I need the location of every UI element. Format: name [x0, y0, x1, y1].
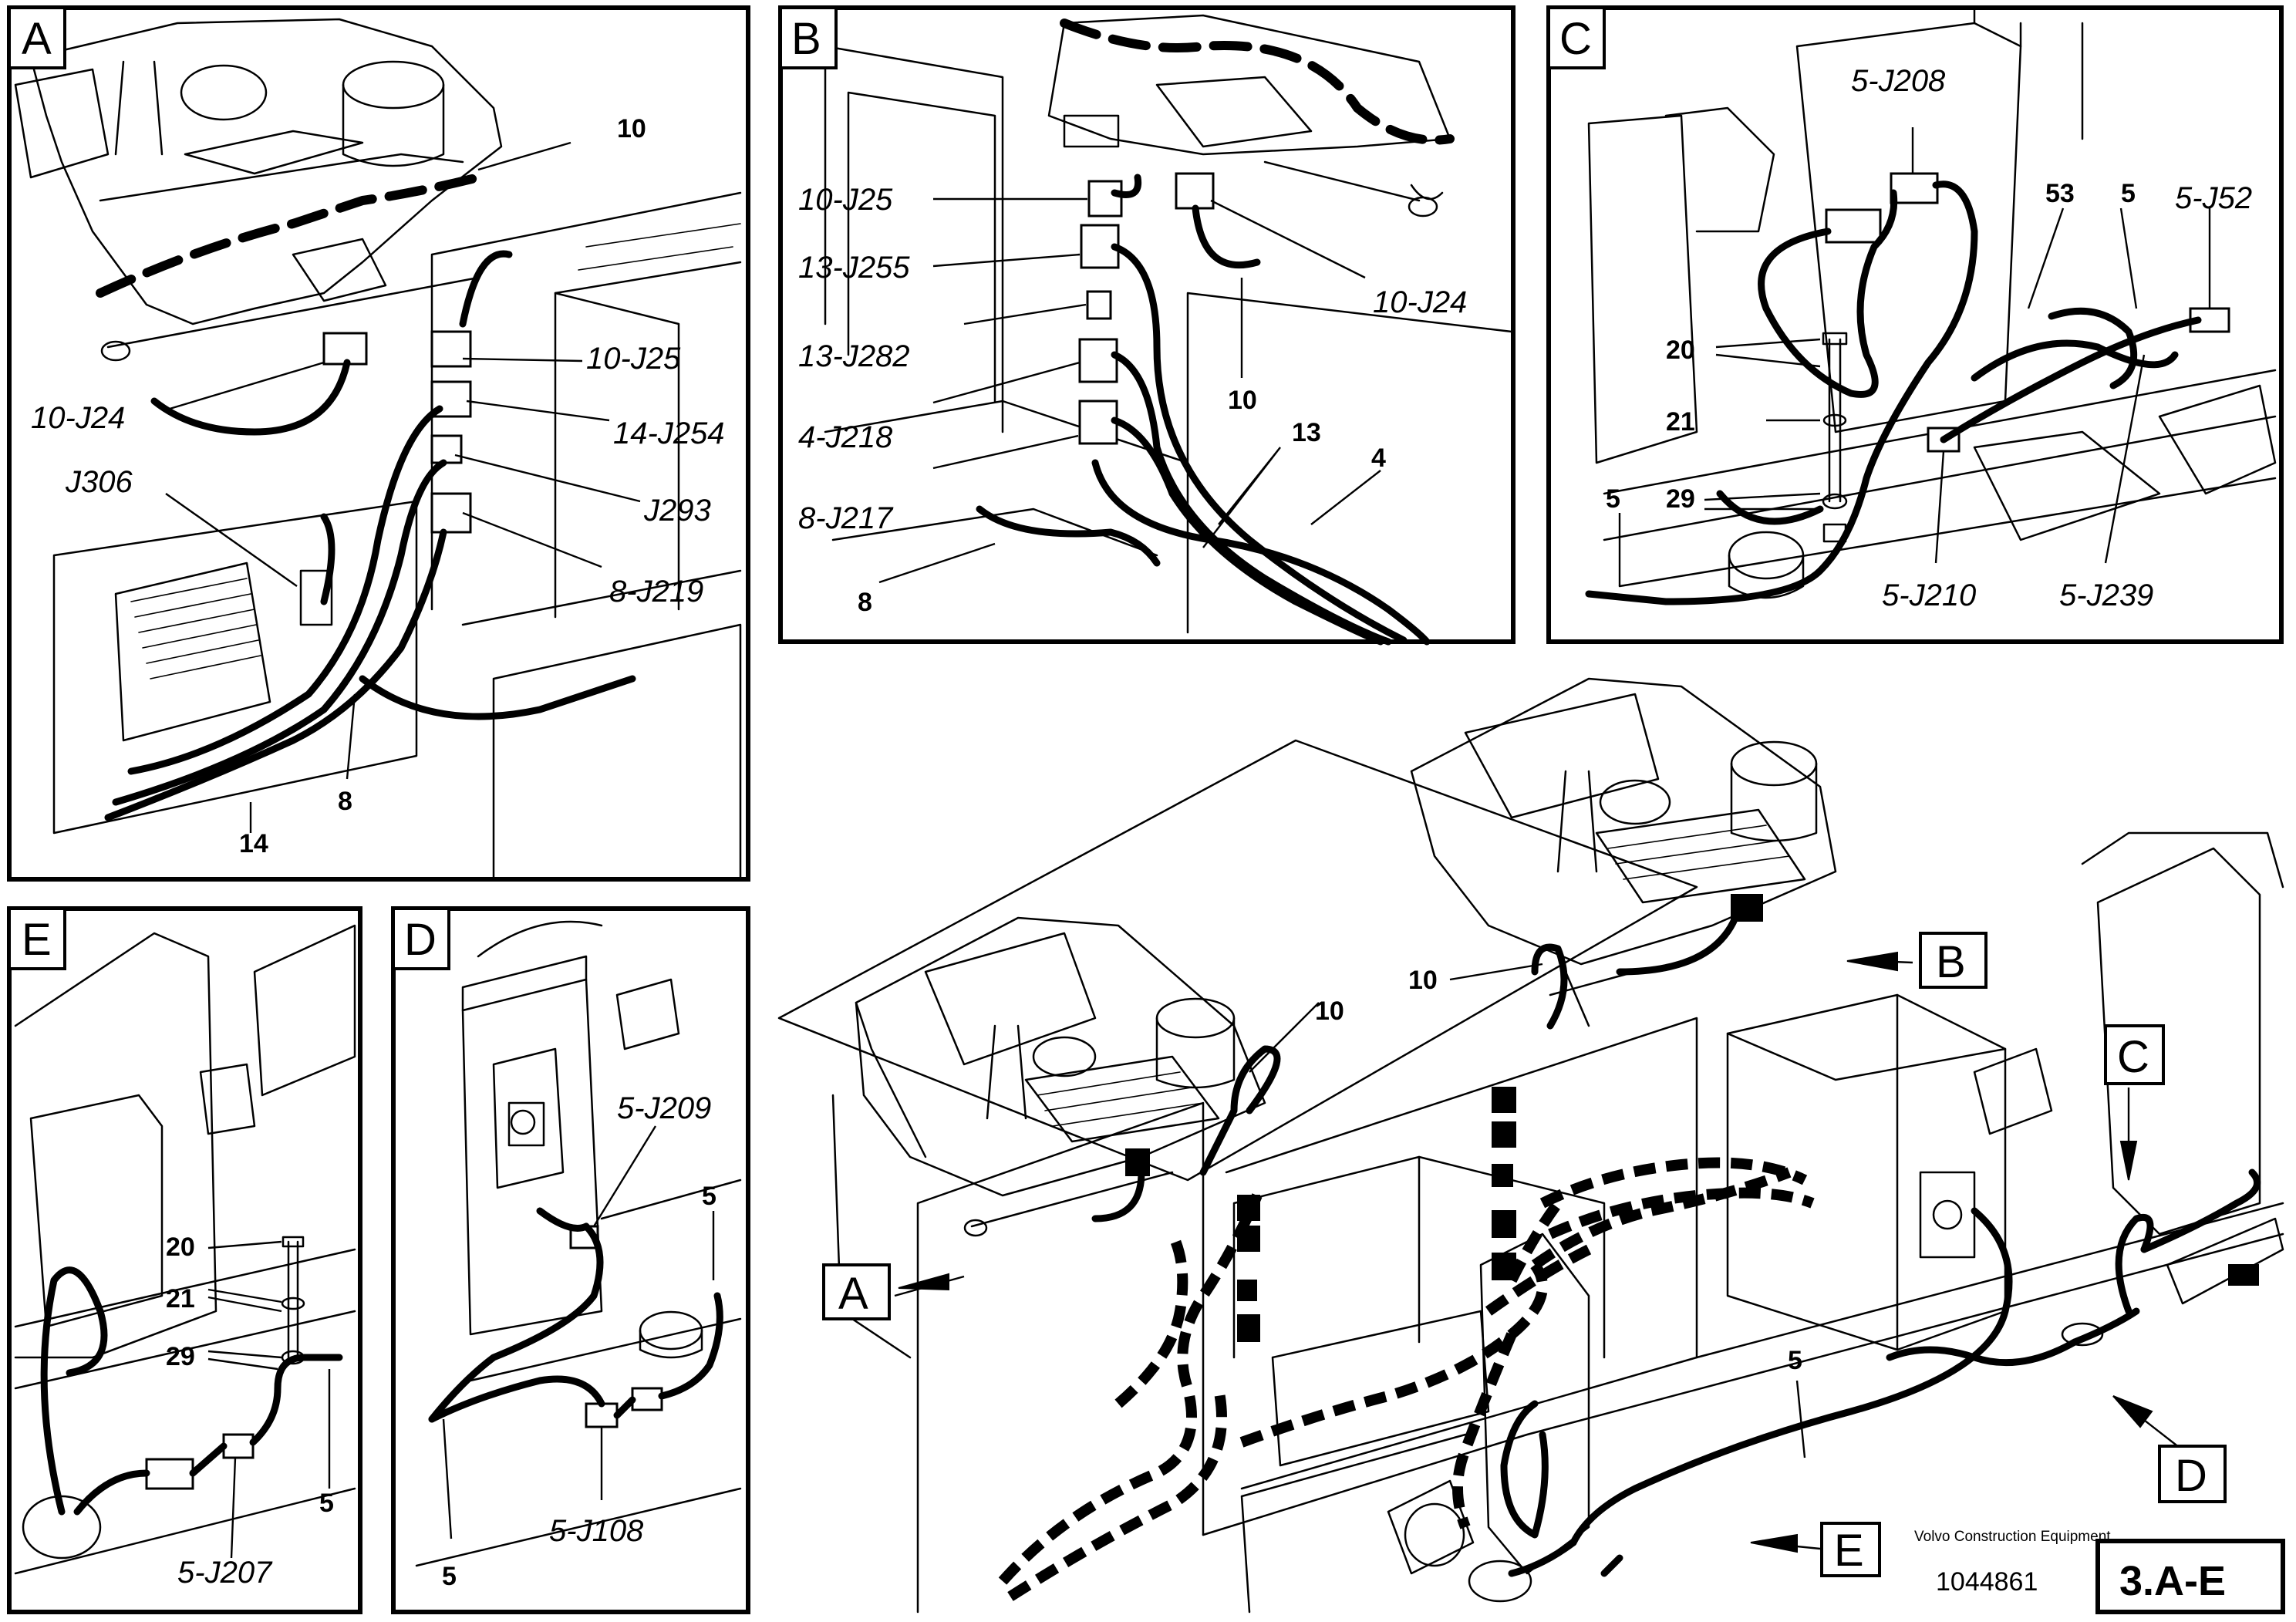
panel-a-label-8-j219: 8-J219: [609, 575, 703, 609]
overview-callout-a: A: [838, 1269, 868, 1319]
overview-callout-c: C: [2117, 1032, 2149, 1082]
overview-callouts: A B C D E 10 10 5: [822, 932, 2227, 1577]
panel-b-label-4: 4: [1371, 443, 1386, 473]
overview-label-10-left: 10: [1315, 996, 1344, 1026]
overview-label-5: 5: [1788, 1346, 1802, 1375]
detail-panel-a: 10 10-J25 14-J254 10-J24 J306 J293 8-J21…: [7, 5, 750, 882]
panel-e-label-20: 20: [166, 1233, 195, 1262]
panel-a-label-8: 8: [338, 787, 352, 816]
panel-a-label-j306: J306: [65, 465, 133, 499]
panel-c-label-5-j239: 5-J239: [2059, 578, 2153, 612]
panel-d-label-5b: 5: [442, 1562, 457, 1591]
panel-c-label-5-j52: 5-J52: [2175, 181, 2252, 215]
panel-e-label-29: 29: [166, 1342, 195, 1371]
panel-b-label-8-j217: 8-J217: [798, 501, 894, 535]
panel-b-label-10: 10: [1228, 386, 1257, 415]
panel-c-label-53: 53: [2045, 179, 2075, 208]
panel-b-label-10-j24: 10-J24: [1373, 285, 1467, 319]
panel-a-label-10-j24: 10-J24: [31, 401, 125, 435]
publisher-name: Volvo Construction Equipment: [1914, 1529, 2111, 1545]
panel-e-label-5: 5: [319, 1489, 334, 1518]
panel-d-tag: D: [404, 915, 437, 965]
panel-b-label-13-j255: 13-J255: [798, 251, 910, 285]
panel-e-tag: E: [22, 915, 52, 965]
machine-overview-illustration: [777, 677, 2284, 1614]
panel-c-tag: C: [1559, 14, 1592, 64]
panel-e-label-21: 21: [166, 1284, 195, 1313]
overview-callout-d: D: [2175, 1451, 2207, 1501]
drawing-number: 1044861: [1936, 1567, 2038, 1597]
overview-callout-b: B: [1936, 937, 1966, 987]
panel-c-label-20: 20: [1666, 336, 1695, 365]
overview-callout-e: E: [1834, 1526, 1864, 1576]
panel-b-label-8: 8: [858, 588, 872, 617]
panel-b-label-13-j282: 13-J282: [798, 339, 910, 373]
panel-d-label-5: 5: [702, 1182, 716, 1211]
detail-panel-c: 5-J208 53 5 5-J52 20 21 29 5 5-J210 5-J2…: [1546, 5, 2284, 644]
detail-panel-e: 20 21 29 5 5-J207 E: [7, 906, 362, 1614]
panel-d-label-5-j209: 5-J209: [617, 1091, 711, 1125]
figure-reference: 3.A-E: [2119, 1558, 2226, 1604]
panel-c-label-5-j210: 5-J210: [1882, 578, 1976, 612]
overview-label-10-right: 10: [1408, 966, 1438, 995]
panel-c-label-21: 21: [1666, 407, 1695, 437]
panel-c-label-5b: 5: [1606, 484, 1620, 514]
panel-b-label-13: 13: [1292, 418, 1321, 447]
panel-c-label-5: 5: [2121, 179, 2136, 208]
panel-a-tag: A: [22, 14, 52, 64]
panel-c-label-29: 29: [1666, 484, 1695, 514]
panel-b-tag: B: [791, 14, 821, 64]
panel-d-label-5-j108: 5-J108: [549, 1514, 644, 1548]
detail-panel-b: 10-J25 13-J255 13-J282 4-J218 8-J217 10-…: [778, 5, 1515, 646]
panel-a-label-14: 14: [239, 829, 268, 858]
drawing-footer: Volvo Construction Equipment 1044861 3.A…: [1914, 1529, 2285, 1614]
panel-c-label-5-j208: 5-J208: [1851, 64, 1946, 98]
panel-e-label-5-j207: 5-J207: [177, 1556, 273, 1590]
panel-a-label-j293: J293: [643, 494, 711, 528]
panel-a-label-10-j25: 10-J25: [586, 342, 681, 376]
panel-a-label-10: 10: [617, 114, 646, 143]
panel-b-label-4-j218: 4-J218: [798, 420, 893, 454]
panel-a-label-14-j254: 14-J254: [613, 416, 725, 450]
panel-b-label-10-j25: 10-J25: [798, 183, 893, 217]
detail-panel-d: 5-J209 5 5 5-J108 D: [391, 906, 750, 1614]
